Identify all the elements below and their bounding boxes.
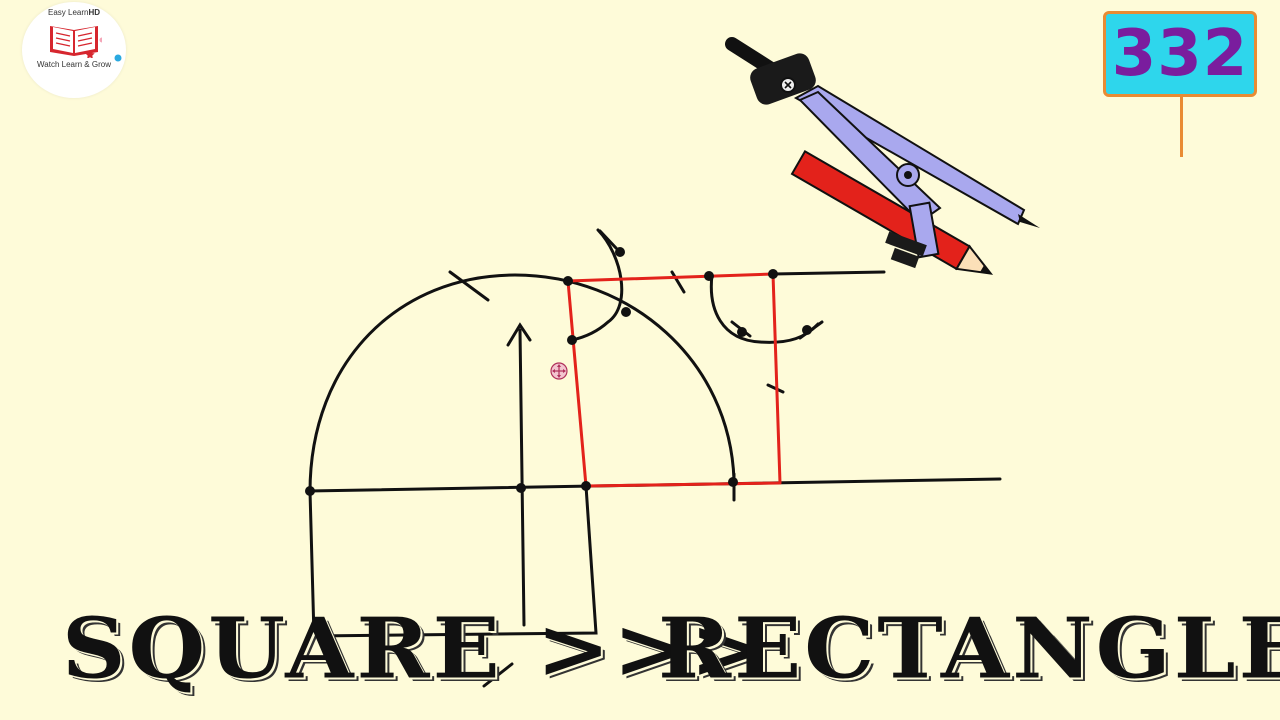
tick-mark-8: [482, 662, 514, 688]
channel-logo[interactable]: Easy LearnHD Watch Learn & Grow: [22, 2, 126, 98]
point: [516, 483, 526, 493]
original-square: [308, 484, 598, 638]
point: [704, 271, 714, 281]
tick-mark-3: [670, 270, 686, 294]
point: [802, 325, 812, 335]
arc-cut-top: [570, 228, 624, 342]
point: [737, 327, 747, 337]
point: [581, 481, 591, 491]
logo-brand-suffix: HD: [88, 8, 101, 17]
point: [305, 486, 315, 496]
badge-stem: [1180, 97, 1183, 157]
move-icon[interactable]: [549, 361, 569, 381]
episode-number-badge: 332: [1103, 11, 1257, 97]
point: [768, 269, 778, 279]
perpendicular-arrowhead: [506, 322, 532, 347]
arc-cut-right: [709, 273, 820, 344]
semicircle-arc: [308, 273, 736, 494]
top-extension-line: [771, 270, 886, 276]
caption-square: SQUARE >>>: [62, 598, 767, 698]
perpendicular-line: [518, 328, 526, 627]
book-icon: [50, 26, 102, 58]
rectangle-result: [566, 272, 782, 488]
caption-rectangle: RECTANGLE: [658, 598, 1280, 698]
point: [728, 477, 738, 487]
point: [621, 307, 631, 317]
point: [563, 276, 573, 286]
logo-tagline: Watch Learn & Grow: [37, 60, 111, 69]
tick-mark-2: [598, 229, 618, 250]
compass-icon: [725, 37, 1040, 269]
construction-lines: [306, 228, 1002, 688]
construction-points: [305, 247, 812, 496]
logo-brand: Easy Learn: [47, 8, 89, 17]
dot-icon: [114, 54, 122, 62]
tick-mark-1: [448, 270, 490, 302]
point: [567, 335, 577, 345]
point: [615, 247, 625, 257]
